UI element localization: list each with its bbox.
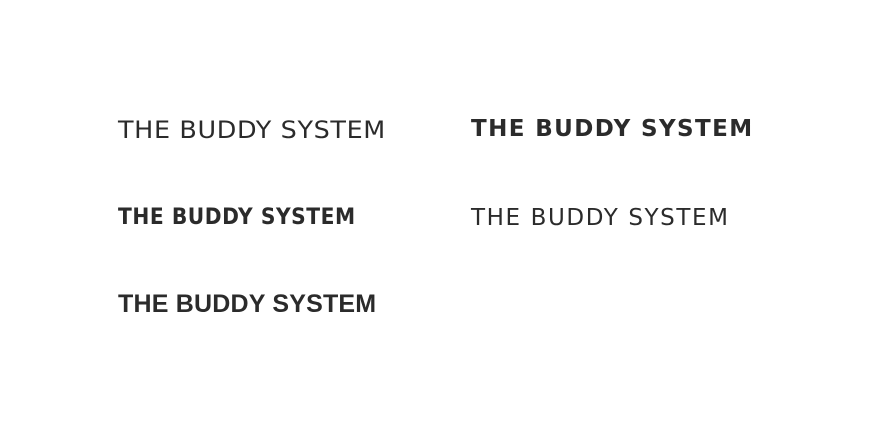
font-sample-heavy-bold: THE BUDDY SYSTEM <box>118 290 377 318</box>
font-sample-wide-regular: THE BUDDY SYSTEM <box>471 205 730 231</box>
font-sample-light: THE BUDDY SYSTEM <box>118 116 386 144</box>
font-sample-condensed-bold: THE BUDDY SYSTEM <box>118 205 356 230</box>
font-sample-wide-techno: THE BUDDY SYSTEM <box>471 116 754 142</box>
